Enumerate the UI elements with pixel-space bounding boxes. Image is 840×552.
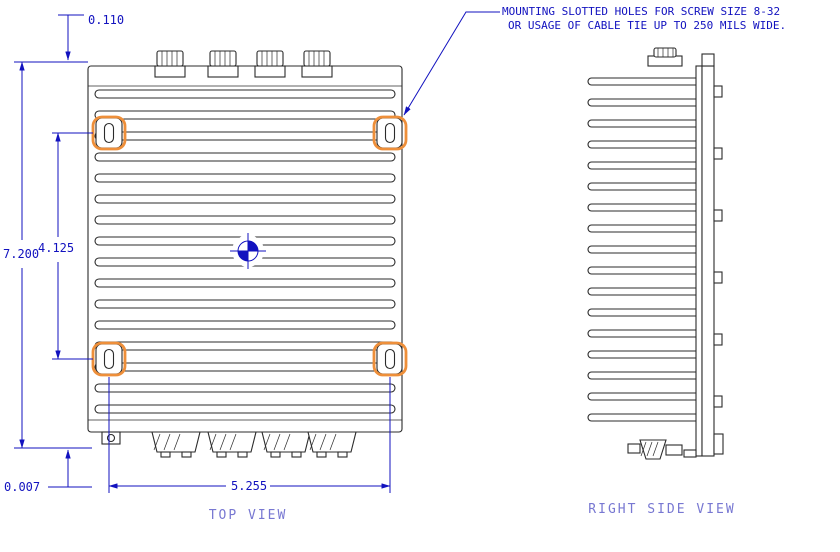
slot-boss-top-right bbox=[376, 117, 403, 149]
dimension-value: 4.125 bbox=[38, 241, 74, 255]
fin bbox=[94, 383, 396, 393]
connector-flange bbox=[207, 65, 239, 78]
side-view-fins bbox=[587, 77, 701, 422]
slotted-hole-top-right bbox=[384, 122, 396, 144]
center-mark bbox=[230, 233, 266, 269]
fin bbox=[94, 278, 396, 288]
dimension-slot-horizontal-spacing: 5.255 bbox=[108, 377, 391, 493]
slot-boss-bottom-left bbox=[95, 343, 123, 375]
connector-knurl bbox=[209, 50, 237, 67]
dimension-base-offset: 0.007 bbox=[4, 449, 92, 494]
fin bbox=[587, 182, 701, 191]
fin bbox=[94, 173, 396, 183]
fin bbox=[94, 215, 396, 225]
connector-knurl bbox=[303, 50, 331, 67]
fin bbox=[587, 413, 701, 422]
right-side-view-label: RIGHT SIDE VIEW bbox=[588, 502, 735, 517]
connector-hood-2 bbox=[207, 431, 257, 458]
fin bbox=[94, 194, 396, 204]
fin bbox=[94, 404, 396, 414]
fin bbox=[587, 371, 701, 380]
fin bbox=[94, 152, 396, 162]
fin bbox=[94, 320, 396, 330]
slot-highlight-top-right bbox=[372, 115, 408, 151]
dimensions: 0.110 7.200 4.125 0.007 bbox=[3, 13, 391, 494]
fin bbox=[94, 89, 396, 99]
foot-block bbox=[627, 443, 641, 454]
fin bbox=[587, 119, 701, 128]
connector-knurl bbox=[156, 50, 184, 67]
chassis-plate bbox=[701, 65, 715, 457]
tab bbox=[713, 271, 723, 284]
small-foot bbox=[683, 449, 697, 458]
bnc-connector-4 bbox=[301, 50, 333, 78]
note-leader-line bbox=[403, 11, 500, 116]
fin bbox=[587, 161, 701, 170]
fin bbox=[94, 110, 396, 120]
bnc-connector-1 bbox=[154, 50, 186, 78]
connector-hood-3 bbox=[261, 431, 311, 458]
connector-hood-1 bbox=[151, 431, 201, 458]
connector-flange bbox=[301, 65, 333, 78]
side-view-bottom-details bbox=[627, 439, 697, 460]
top-connectors bbox=[154, 50, 333, 78]
bottom-tab-block bbox=[713, 433, 724, 455]
side-view-top-connector bbox=[647, 47, 715, 67]
tab bbox=[713, 395, 723, 408]
slotted-hole-bottom-left bbox=[103, 348, 115, 370]
small-block bbox=[665, 444, 683, 456]
slotted-hole-top-left bbox=[103, 122, 115, 144]
connector-knurl bbox=[256, 50, 284, 67]
mounting-slots bbox=[95, 117, 403, 375]
connector-flange bbox=[154, 65, 186, 78]
slot-highlight-bottom-right bbox=[372, 341, 408, 377]
dimension-value: 7.200 bbox=[3, 247, 39, 261]
mounting-note-line2: OR USAGE OF CABLE TIE UP TO 250 MILS WID… bbox=[508, 19, 786, 32]
dimension-value: 0.110 bbox=[88, 13, 124, 27]
fin bbox=[587, 350, 701, 359]
tab bbox=[713, 147, 723, 160]
right-side-view bbox=[587, 47, 724, 460]
mounting-note: MOUNTING SLOTTED HOLES FOR SCREW SIZE 8-… bbox=[403, 5, 786, 116]
fin bbox=[587, 98, 701, 107]
fin bbox=[587, 329, 701, 338]
tab bbox=[713, 333, 723, 346]
mounting-note-line1: MOUNTING SLOTTED HOLES FOR SCREW SIZE 8-… bbox=[502, 5, 780, 18]
fin-base-plate bbox=[695, 65, 703, 457]
fin bbox=[587, 224, 701, 233]
slot-boss-top-left bbox=[95, 117, 123, 149]
slot-boss-bottom-right bbox=[376, 343, 403, 375]
slotted-hole-bottom-right bbox=[384, 348, 396, 370]
dimension-overall-height: 7.200 bbox=[3, 61, 92, 449]
dimension-slot-vertical-spacing: 4.125 bbox=[38, 132, 93, 360]
mounting-tabs bbox=[713, 85, 724, 455]
small-connector-pin bbox=[106, 433, 116, 443]
fin bbox=[587, 266, 701, 275]
hatched-connector bbox=[639, 439, 667, 460]
bnc-connector-2 bbox=[207, 50, 239, 78]
top-step bbox=[701, 53, 715, 67]
fin bbox=[94, 299, 396, 309]
dimension-connector-offset: 0.110 bbox=[58, 13, 124, 61]
tab bbox=[713, 85, 723, 98]
connector-flange bbox=[254, 65, 286, 78]
connector-knurl bbox=[653, 47, 677, 58]
bottom-connectors bbox=[101, 431, 357, 458]
dimension-value: 5.255 bbox=[231, 479, 267, 493]
top-view bbox=[87, 50, 408, 458]
fin bbox=[587, 287, 701, 296]
fin bbox=[587, 392, 701, 401]
bnc-connector-3 bbox=[254, 50, 286, 78]
connector-hood-4 bbox=[307, 431, 357, 458]
dimension-value: 0.007 bbox=[4, 480, 40, 494]
fin bbox=[587, 245, 701, 254]
top-view-label: TOP VIEW bbox=[209, 508, 288, 523]
fin bbox=[587, 140, 701, 149]
fin bbox=[587, 77, 701, 86]
tab bbox=[713, 209, 723, 222]
fin bbox=[587, 308, 701, 317]
small-connector bbox=[101, 431, 121, 445]
fin bbox=[587, 203, 701, 212]
